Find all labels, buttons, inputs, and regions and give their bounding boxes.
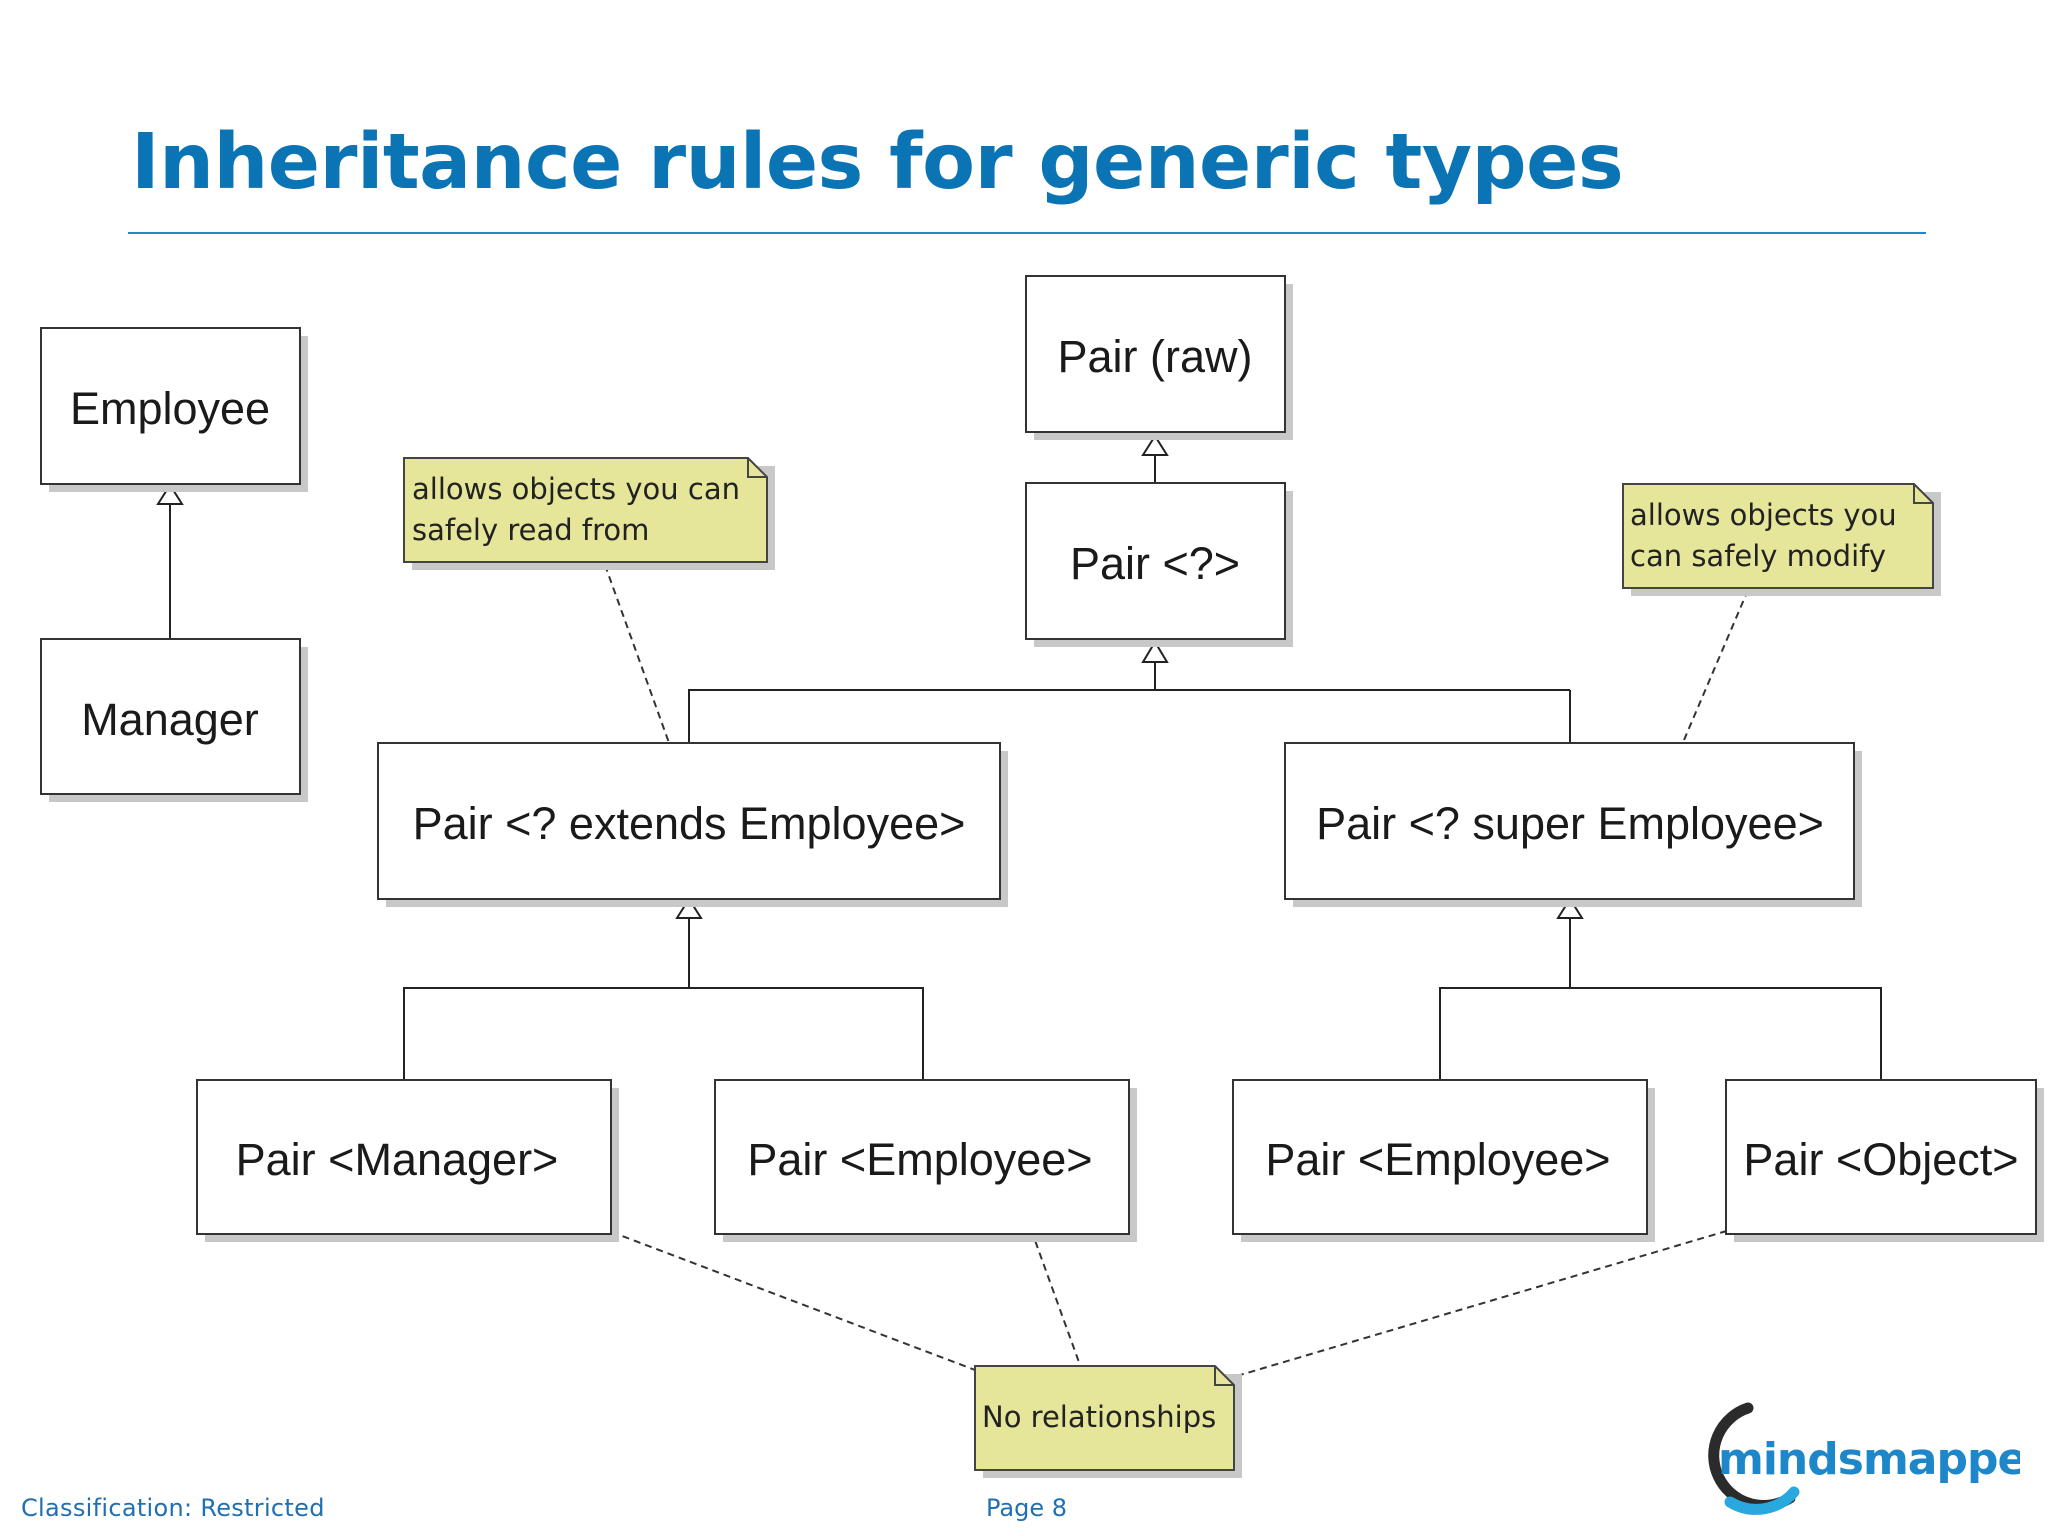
class-label: Manager bbox=[81, 694, 259, 745]
title-underline bbox=[128, 232, 1926, 234]
inheritance-connectors bbox=[169, 455, 1882, 1079]
generalization-arrowheads bbox=[156, 434, 1584, 919]
note-line: No relationships bbox=[982, 1400, 1216, 1434]
note-safely-modify: allows objects you can safely modify bbox=[1622, 483, 1934, 589]
note-line: can safely modify bbox=[1630, 539, 1886, 573]
note-no-relationships: No relationships bbox=[974, 1365, 1235, 1471]
footer-page-number: Page 8 bbox=[986, 1494, 1067, 1522]
note-line: allows objects you can bbox=[412, 472, 740, 506]
class-label: Pair (raw) bbox=[1057, 331, 1252, 382]
class-box-manager: Manager bbox=[40, 638, 301, 795]
class-box-pair-super-employee: Pair <? super Employee> bbox=[1284, 742, 1855, 900]
logo-wordmark: mindsmapped bbox=[1718, 1434, 2020, 1485]
class-box-pair-object: Pair <Object> bbox=[1725, 1079, 2037, 1235]
note-line: safely read from bbox=[412, 513, 649, 547]
footer-classification: Classification: Restricted bbox=[21, 1494, 325, 1522]
class-label: Pair <Employee> bbox=[747, 1134, 1092, 1185]
class-box-pair-raw: Pair (raw) bbox=[1025, 275, 1286, 433]
class-box-pair-employee-left: Pair <Employee> bbox=[714, 1079, 1130, 1235]
class-label: Pair <Employee> bbox=[1265, 1134, 1610, 1185]
class-box-pair-extends-employee: Pair <? extends Employee> bbox=[377, 742, 1001, 900]
class-box-pair-employee-right: Pair <Employee> bbox=[1232, 1079, 1648, 1235]
note-line: allows objects you bbox=[1630, 498, 1897, 532]
class-label: Pair <? extends Employee> bbox=[413, 798, 966, 849]
class-label: Employee bbox=[70, 383, 270, 434]
mindsmapped-logo: mindsmapped bbox=[1708, 1402, 2020, 1515]
class-label: Pair <?> bbox=[1070, 538, 1240, 589]
class-box-pair-manager: Pair <Manager> bbox=[196, 1079, 612, 1235]
note-connectors bbox=[487, 564, 1866, 1379]
slide-title: Inheritance rules for generic types bbox=[131, 118, 1624, 207]
class-box-pair-wildcard: Pair <?> bbox=[1025, 482, 1286, 640]
class-box-employee: Employee bbox=[40, 327, 301, 485]
class-label: Pair <? super Employee> bbox=[1316, 798, 1824, 849]
class-label: Pair <Object> bbox=[1743, 1134, 2018, 1185]
class-label: Pair <Manager> bbox=[236, 1134, 559, 1185]
note-safely-read: allows objects you can safely read from bbox=[403, 457, 768, 563]
